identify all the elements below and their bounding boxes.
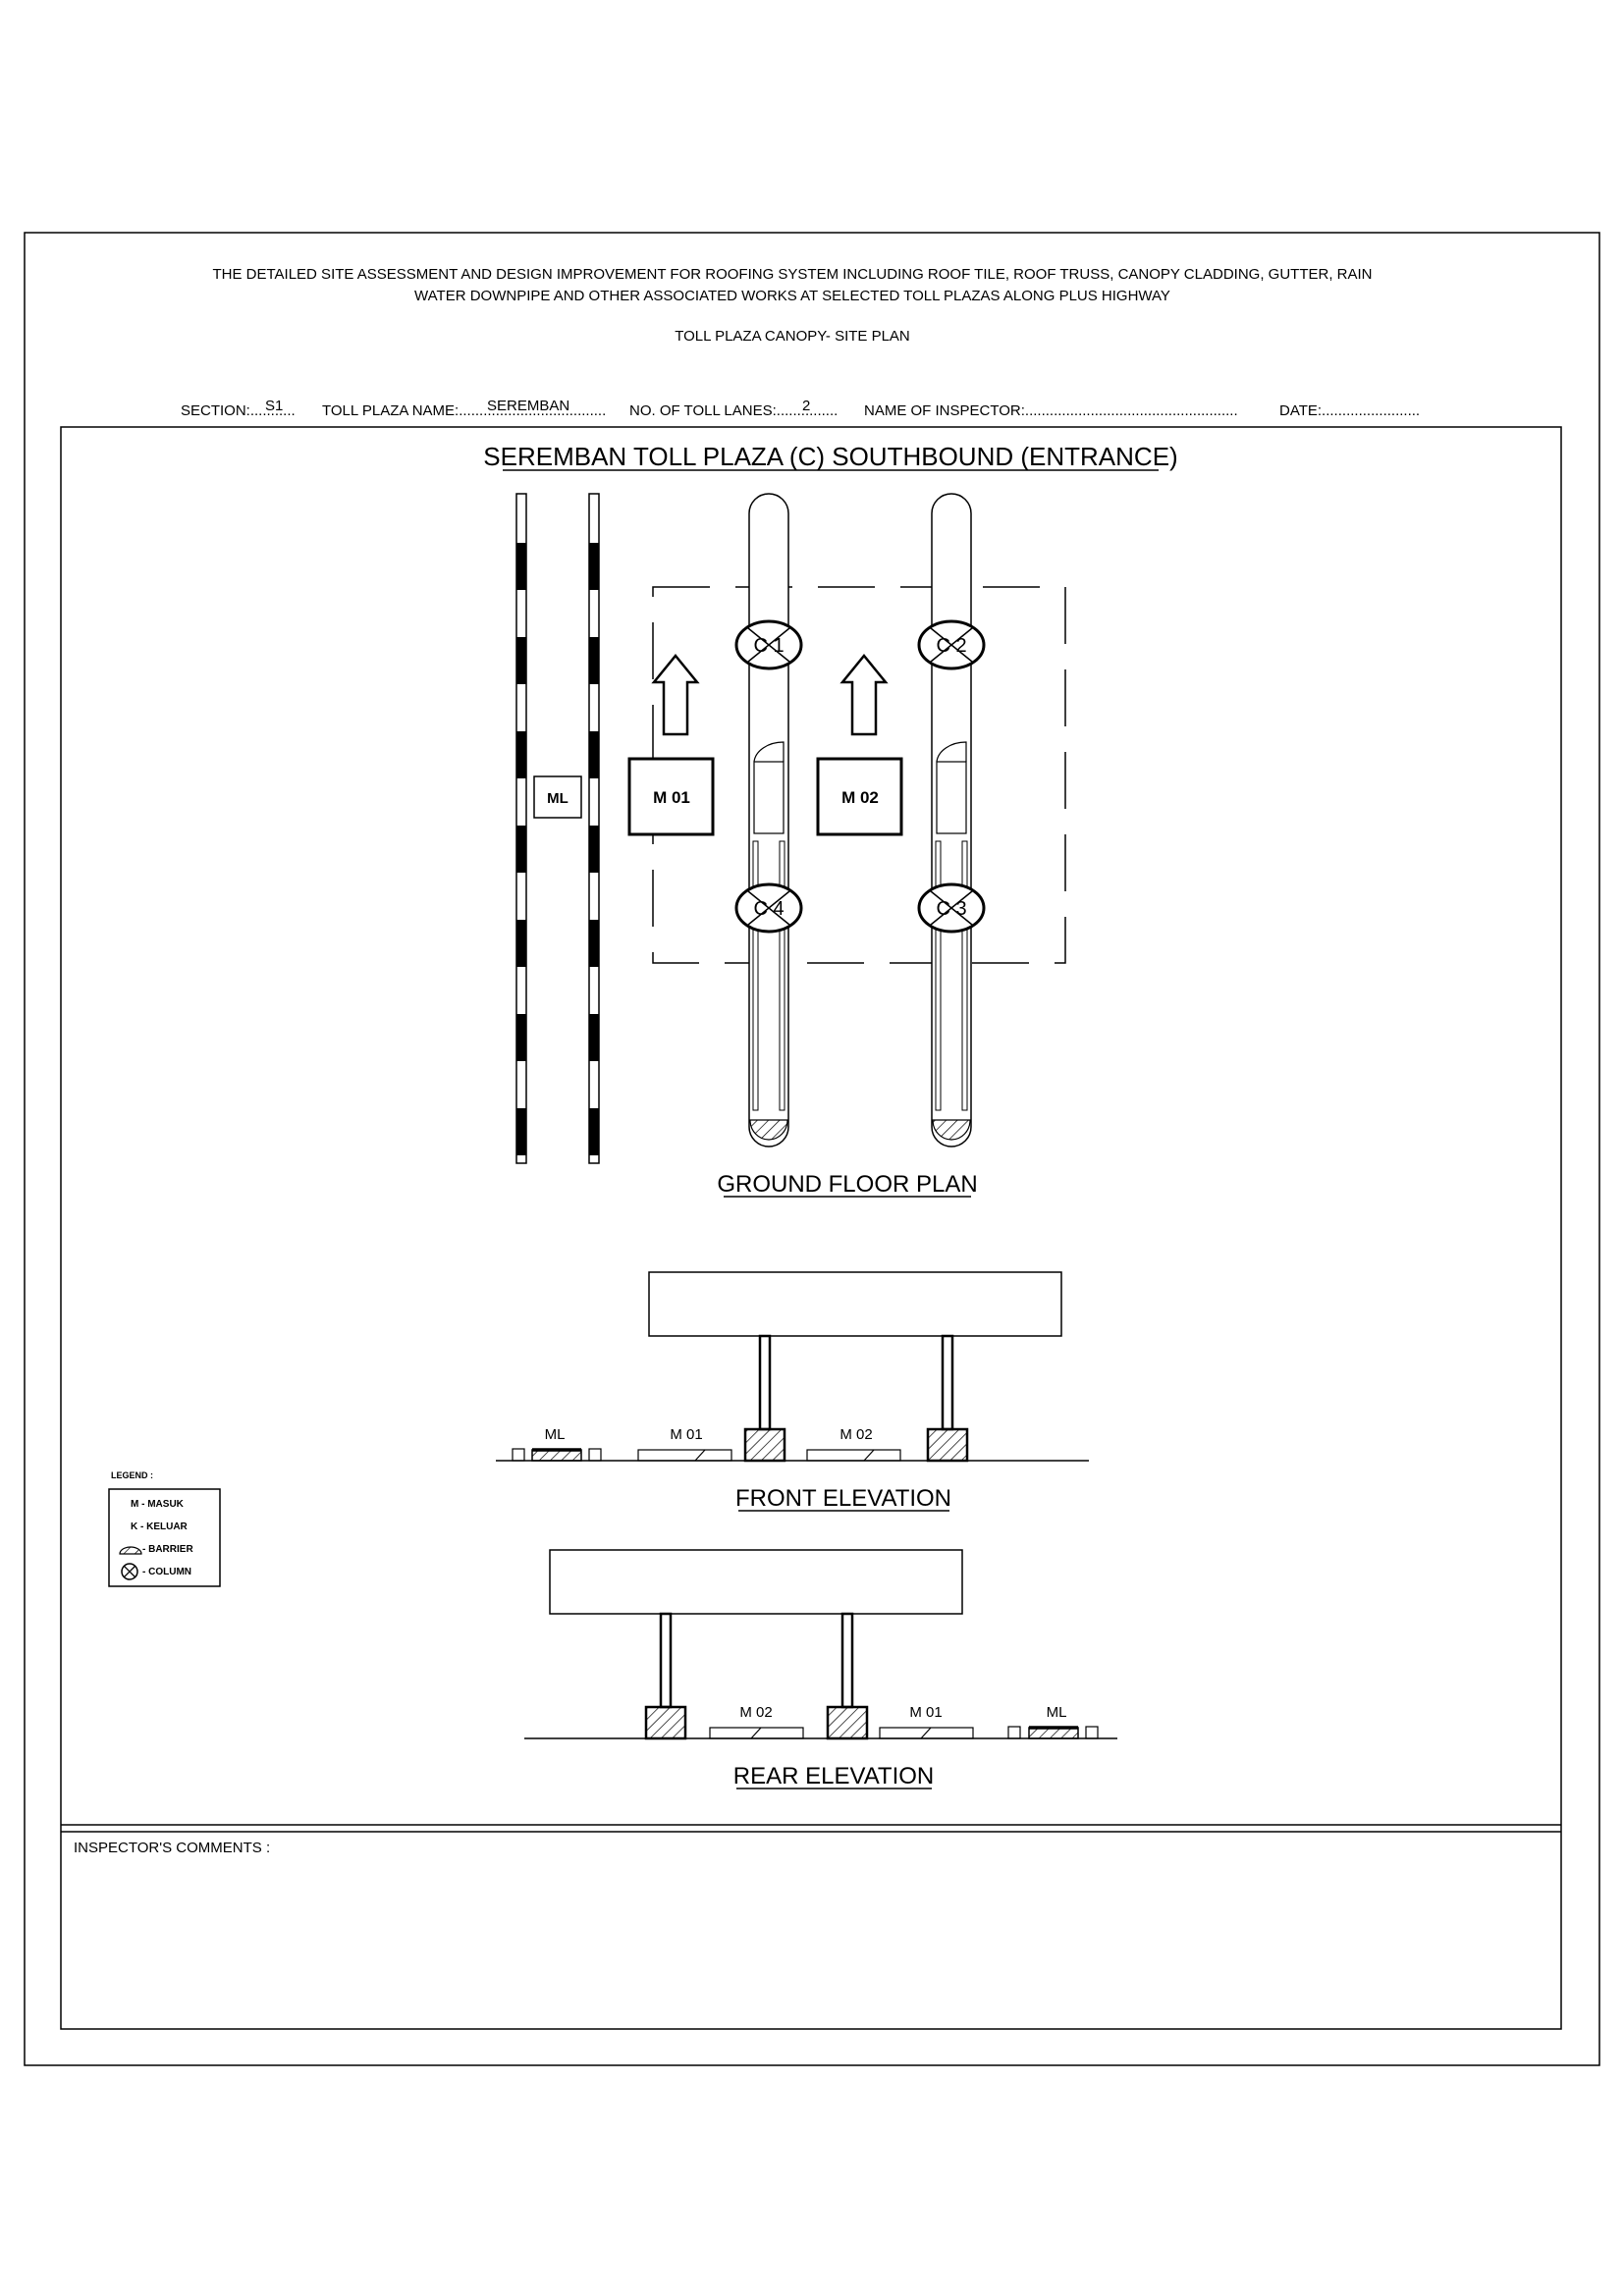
ml-booth-label: ML — [547, 790, 568, 807]
island-2 — [931, 493, 972, 1148]
project-title-line1: THE DETAILED SITE ASSESSMENT AND DESIGN … — [212, 266, 1372, 283]
rear-m01-label: M 01 — [909, 1704, 942, 1721]
rear-ml-label: ML — [1047, 1704, 1067, 1721]
booth-1 — [753, 761, 785, 834]
booth-2-door — [936, 741, 967, 763]
rear-column-1 — [659, 1612, 673, 1709]
column-c1: C 1 — [734, 619, 803, 670]
toll-lanes-value: 2 — [802, 398, 810, 414]
rear-canopy-roof — [549, 1549, 963, 1615]
column-c4-label: C 4 — [753, 898, 784, 920]
column-c2-label: C 2 — [936, 635, 966, 657]
island-2-rail-b — [961, 840, 968, 1111]
inner-drawing-frame — [60, 426, 1562, 2030]
ground-floor-plan: ML C 1 C 2 — [515, 493, 1066, 1164]
island-1 — [748, 493, 789, 1148]
column-icon — [121, 1563, 138, 1580]
outer-border — [24, 232, 1600, 2066]
rear-column-base-2 — [826, 1705, 869, 1740]
project-title-line2: WATER DOWNPIPE AND OTHER ASSOCIATED WORK… — [414, 288, 1170, 304]
rear-m02-label: M 02 — [739, 1704, 772, 1721]
front-column-base-1 — [743, 1427, 786, 1463]
legend-item-keluar: K - KELUAR — [131, 1522, 189, 1532]
canopy-outline — [652, 586, 1066, 964]
front-m01-label: M 01 — [670, 1426, 702, 1443]
legend-title: LEGEND : — [111, 1470, 153, 1480]
direction-arrow-lane-2 — [839, 654, 889, 736]
barrier-icon — [119, 1546, 142, 1555]
column-c1-label: C 1 — [753, 635, 784, 657]
direction-arrow-lane-1 — [651, 654, 700, 736]
ground-floor-plan-title: GROUND FLOOR PLAN — [717, 1171, 977, 1198]
front-canopy-roof — [648, 1271, 1062, 1337]
front-ml-post-right — [588, 1448, 602, 1462]
front-ml-post-left — [512, 1448, 525, 1462]
legend-item-masuk: M - MASUK — [131, 1499, 185, 1510]
legend-box — [108, 1488, 221, 1587]
front-column-1 — [758, 1334, 772, 1431]
island-2-barrier — [932, 1119, 971, 1141]
front-column-2 — [941, 1334, 954, 1431]
lane-m01-label: M 01 — [653, 788, 690, 807]
column-c3-label: C 3 — [936, 898, 966, 920]
front-elevation: ML M 01 M 02 — [496, 1271, 1089, 1463]
curb-left-stripes — [516, 543, 526, 1155]
booth-2 — [936, 761, 967, 834]
rear-elevation: M 02 M 01 ML — [524, 1549, 1117, 1740]
rear-ml-post-right — [1085, 1726, 1099, 1739]
column-c2: C 2 — [917, 619, 986, 670]
column-c4: C 4 — [734, 882, 803, 934]
inspector-comments-label: INSPECTOR'S COMMENTS : — [74, 1840, 270, 1856]
booth-1-door — [753, 741, 785, 763]
ml-booth — [533, 775, 582, 819]
legend-item-column: - COLUMN — [142, 1567, 191, 1577]
front-elevation-title: FRONT ELEVATION — [735, 1485, 951, 1512]
island-1-rail-b — [779, 840, 785, 1111]
lane-box-m01 — [627, 757, 715, 836]
rear-column-base-1 — [644, 1705, 687, 1740]
toll-lanes-label: NO. OF TOLL LANES:............... — [629, 402, 838, 419]
rear-column-2 — [840, 1612, 854, 1709]
island-1-barrier — [749, 1119, 788, 1141]
toll-plaza-name-value: SEREMBAN — [487, 398, 569, 414]
front-column-base-2 — [926, 1427, 969, 1463]
legend: LEGEND : M - MASUK K - KELUAR - BARRIER … — [108, 1470, 221, 1587]
rear-ml-post-left — [1007, 1726, 1021, 1739]
island-1-rail-a — [752, 840, 759, 1111]
front-m02-label: M 02 — [839, 1426, 872, 1443]
front-m02-barrier — [806, 1449, 901, 1462]
toll-plaza-name-label: TOLL PLAZA NAME:........................… — [322, 402, 606, 419]
legend-item-barrier: - BARRIER — [142, 1544, 193, 1555]
curb-right-stripes — [589, 543, 599, 1155]
island-2-rail-a — [935, 840, 942, 1111]
column-c3: C 3 — [917, 882, 986, 934]
sheet-title: TOLL PLAZA CANOPY- SITE PLAN — [675, 328, 910, 345]
front-m01-barrier — [637, 1449, 732, 1462]
section-label: SECTION:........... — [181, 402, 296, 419]
date-label: DATE:........................ — [1279, 402, 1420, 419]
plaza-title: SEREMBAN TOLL PLAZA (C) SOUTHBOUND (ENTR… — [483, 442, 1177, 471]
lane-m02-label: M 02 — [841, 788, 879, 807]
rear-elevation-title: REAR ELEVATION — [733, 1763, 935, 1789]
lane-box-m02 — [816, 757, 903, 836]
front-ml-label: ML — [545, 1426, 566, 1443]
rear-m01-barrier — [879, 1727, 974, 1739]
section-value: S1 — [265, 398, 283, 414]
rear-m02-barrier — [709, 1727, 804, 1739]
inspector-name-label: NAME OF INSPECTOR:......................… — [864, 402, 1238, 419]
